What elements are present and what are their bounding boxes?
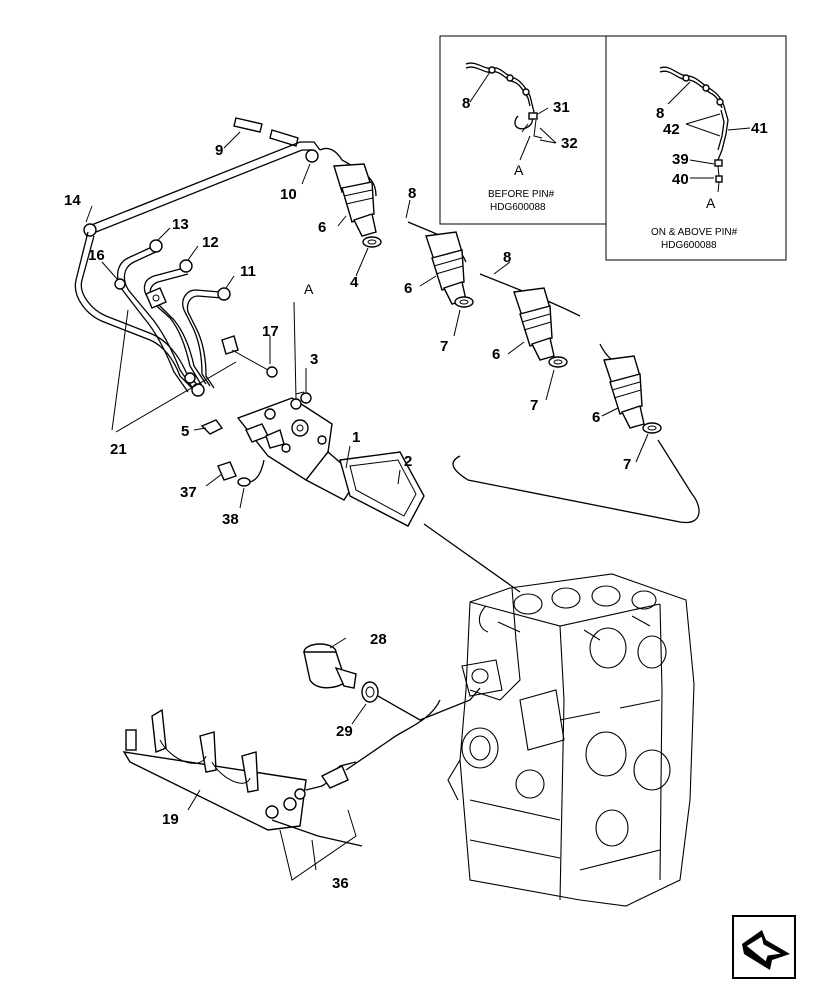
injector-2 (407, 221, 474, 308)
callout-6-injector-1: 6 (318, 219, 326, 236)
callout-7-injector-2: 7 (440, 338, 448, 355)
callout-a: A (304, 281, 314, 297)
callout-38: 38 (222, 511, 239, 528)
callout-8-line-3: 8 (503, 249, 511, 266)
callout-37: 37 (180, 484, 197, 501)
injector-4 (599, 343, 662, 434)
callout-17: 17 (262, 323, 279, 340)
injection-pump (111, 301, 425, 527)
engine-block (447, 573, 695, 907)
inset-after-callout-42: 42 (663, 121, 680, 138)
injector-1 (319, 147, 382, 248)
callout-1: 1 (352, 429, 360, 446)
callout-28: 28 (370, 631, 387, 648)
callout-6-injector-3: 6 (492, 346, 500, 363)
inset-before-pin: 8 31 32 A BEFORE PIN# HDG600088 (439, 35, 607, 225)
injection-line-set (74, 231, 239, 397)
callout-8-line-2: 8 (408, 185, 416, 202)
fuel-filter-28 (303, 643, 481, 721)
inset-after-callout-41: 41 (751, 120, 768, 137)
callout-9: 9 (215, 142, 223, 159)
fuel-supply-loop (423, 439, 700, 593)
inset-before-caption-line2: HDG600088 (490, 202, 546, 213)
callout-36: 36 (332, 875, 349, 892)
next-page-button[interactable] (732, 915, 796, 979)
leader-lines (85, 163, 649, 811)
callout-6-injector-2: 6 (404, 280, 412, 297)
injector-3 (479, 273, 581, 368)
glow-plug-bracket-19 (122, 699, 441, 881)
callout-16: 16 (88, 247, 105, 264)
inset-after-caption-line1: ON & ABOVE PIN# (651, 227, 738, 238)
inset-before-callout-32: 32 (561, 135, 578, 152)
callout-7-injector-4: 7 (623, 456, 631, 473)
callout-labels: 9 10 6 4 8 6 7 8 6 7 6 7 14 13 12 16 11 … (64, 142, 631, 892)
callout-6-injector-4: 6 (592, 409, 600, 426)
callout-21: 21 (110, 441, 127, 458)
callout-5: 5 (181, 423, 189, 440)
callout-19: 19 (162, 811, 179, 828)
inset-before-callout-a: A (514, 162, 524, 178)
inset-after-callout-a: A (706, 195, 716, 211)
inset-after-pin: 8 42 41 39 40 A ON & ABOVE PIN# HDG60008… (605, 35, 787, 261)
callout-11: 11 (240, 263, 256, 280)
inset-after-callout-39: 39 (672, 151, 689, 168)
inset-after-frame (605, 35, 787, 261)
callout-29: 29 (336, 723, 353, 740)
callout-2: 2 (404, 453, 412, 470)
inset-before-callout-31: 31 (553, 99, 570, 116)
next-page-arrow-icon (742, 930, 790, 970)
fuel-hose-9 (223, 117, 299, 149)
inset-before-caption-line1: BEFORE PIN# (488, 189, 555, 200)
callout-12: 12 (202, 234, 219, 251)
inset-before-callout-8: 8 (462, 95, 470, 112)
inset-after-callout-40: 40 (672, 171, 689, 188)
callout-14: 14 (64, 192, 81, 209)
callout-4: 4 (350, 274, 359, 291)
callout-10: 10 (280, 186, 297, 203)
inset-after-callout-8: 8 (656, 105, 664, 122)
callout-7-injector-3: 7 (530, 397, 538, 414)
fuel-return-line (83, 141, 321, 237)
inset-after-caption-line2: HDG600088 (661, 240, 717, 251)
callout-3: 3 (310, 351, 318, 368)
callout-13: 13 (172, 216, 189, 233)
